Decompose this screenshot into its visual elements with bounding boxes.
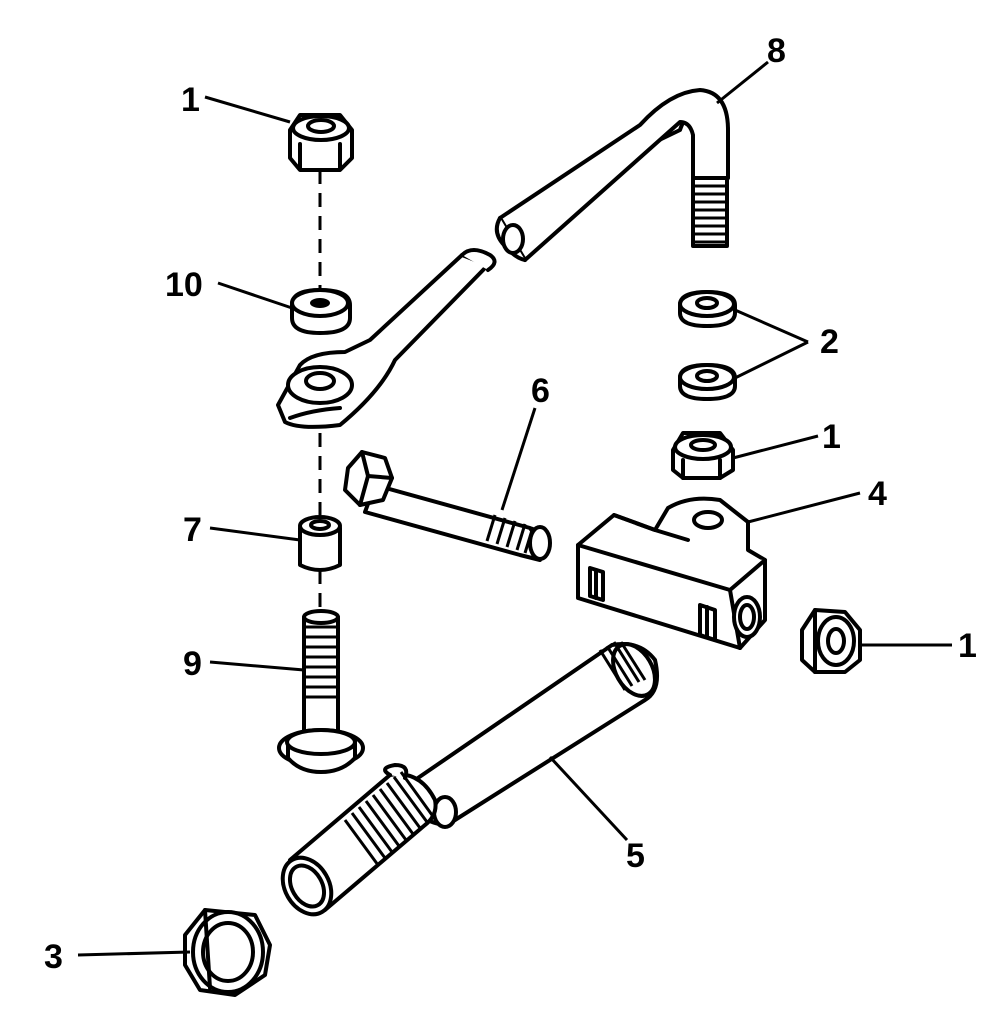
bolt <box>343 450 552 562</box>
washer-left <box>290 288 352 335</box>
callout-6-bolt: 6 <box>531 372 550 410</box>
bracket <box>576 496 767 650</box>
callout-7-spacer: 7 <box>183 511 202 549</box>
locknut-right <box>800 608 862 674</box>
callout-10-washer: 10 <box>165 266 203 304</box>
spacer <box>298 515 342 572</box>
callout-1-nut-top-left: 1 <box>181 81 200 119</box>
callout-4-bracket: 4 <box>868 475 887 513</box>
tube <box>280 641 659 917</box>
flange-screw <box>277 609 365 774</box>
leader-lines <box>77 60 952 957</box>
callout-1-nut-mid-right: 1 <box>822 418 841 456</box>
callout-5-tube: 5 <box>626 837 645 875</box>
jam-nut <box>183 908 272 997</box>
callout-2-washers: 2 <box>820 323 839 361</box>
callout-8-link-rod: 8 <box>767 32 786 70</box>
callout-3-jam-nut: 3 <box>44 938 63 976</box>
locknut-mid-right <box>671 431 735 480</box>
callout-9-screw: 9 <box>183 645 202 683</box>
locknut-top-left <box>288 113 354 172</box>
washers <box>678 290 737 401</box>
callout-1-nut-right: 1 <box>958 627 977 665</box>
